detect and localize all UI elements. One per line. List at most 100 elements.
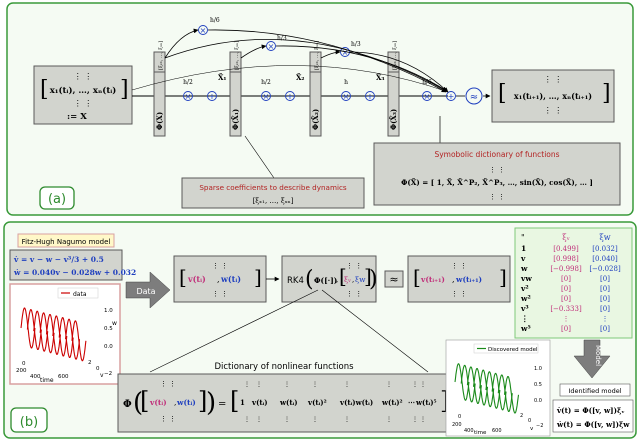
svg-text:]: ] — [440, 387, 449, 415]
dictionary-term-dots: ⋮ — [256, 381, 262, 388]
coef-row-w: [0] — [600, 285, 610, 293]
data-xlabel: time — [40, 377, 54, 384]
dictionary-term-dots: ⋮ — [284, 416, 290, 423]
dictionary-term-dots: ⋮ — [244, 416, 250, 423]
rk4-phi: Φ([·]) — [314, 276, 337, 285]
coef-row-w: ⋮ — [602, 315, 609, 323]
next-state-w: w(tᵢ₊₁) — [455, 275, 482, 284]
svg-text:]: ] — [364, 264, 372, 288]
disc-x-tick-2: 400 — [464, 428, 474, 434]
svg-text:[: [ — [339, 264, 347, 288]
coef-row-label: ⋮ — [521, 314, 529, 323]
coefficient-table: " ξᵥ ξw 1[0.499][0.032]v[0.998][0.040]w[… — [514, 227, 633, 339]
equation-w: ẇ = 0.040v − 0.028w + 0.032 — [13, 268, 136, 277]
data-legend: data — [73, 291, 87, 298]
state-w: w(tᵢ) — [220, 274, 241, 284]
panel-a-tag: (a) — [48, 192, 66, 207]
equation-v: v̇ = v − w − v³/3 + 0.5 — [13, 255, 104, 264]
data-trajectory — [20, 307, 87, 362]
data-x-tick-3: 600 — [58, 374, 69, 380]
output-matrix-row: x₁(tᵢ₊₁), …, xₙ(tᵢ₊₁) — [514, 91, 592, 101]
dict-state-w: w(tᵢ) — [176, 398, 196, 407]
data-arrow: Data — [125, 271, 171, 309]
svg-text:×: × — [343, 92, 350, 101]
disc-ylabel: v — [530, 426, 534, 432]
dictionary-title: Symobolic dictionary of functions — [434, 150, 559, 159]
svg-text:[: [ — [140, 387, 149, 415]
svg-text:(: ( — [305, 267, 314, 292]
svg-text:=: = — [218, 399, 226, 410]
svg-text:⋮ ⋮: ⋮ ⋮ — [544, 106, 563, 115]
operator-glyphs: ×+ ×+ ×+ ×+ ×× × — [185, 26, 455, 101]
discovered-plot: Discovered model time v 0 200 400 600 2 … — [445, 339, 551, 437]
discovered-trajectory — [454, 363, 520, 414]
coef-head-w: ξw — [599, 233, 610, 242]
coef-row-label: w² — [520, 294, 531, 303]
coef-row-v: [0.499] — [553, 245, 579, 253]
xi-label-2: [ξₓ₁, …, ξₓₙ] — [314, 41, 320, 70]
trajectory-loop — [497, 374, 513, 412]
trajectory-loop — [460, 364, 476, 403]
coef-row-w: [0] — [600, 325, 610, 333]
svg-text:]: ] — [254, 265, 262, 289]
model-arrow-label: Model — [594, 345, 602, 366]
svg-text:⋮ ⋮: ⋮ ⋮ — [544, 75, 563, 84]
dictionary-term-dots: ⋮ — [412, 381, 418, 388]
data-x-tick-2: 400 — [30, 374, 41, 380]
identified-w: ẇ(t) = Φ([v, w])ξw — [556, 420, 630, 429]
svg-text:⋮ ⋮: ⋮ ⋮ — [346, 290, 362, 298]
svg-text:[: [ — [40, 77, 49, 102]
rk4-coef-w: ξw — [355, 275, 366, 284]
panel-b-tag: (b) — [20, 415, 38, 430]
dictionary-term: v(tᵢ) — [251, 398, 268, 407]
svg-text:⋮ ⋮: ⋮ ⋮ — [212, 262, 228, 270]
coef-row-v: [0] — [561, 285, 571, 293]
next-state-matrix: [ ] ⋮ ⋮ v(tᵢ₊₁) , w(tᵢ₊₁) ⋮ ⋮ — [407, 255, 511, 303]
svg-text:×: × — [263, 92, 270, 101]
stage-label-0: X̃₁ — [218, 73, 227, 82]
top-fraction-1: h/3 — [277, 35, 287, 42]
dictionary-term: 1 — [240, 398, 245, 407]
stage-label-2: X̃₃ — [376, 73, 385, 82]
svg-text:]: ] — [602, 81, 611, 106]
dict-phi: Φ — [123, 399, 132, 410]
stage-label-1: X̃₂ — [296, 73, 305, 82]
disc-z-tick-1: 0.5 — [534, 382, 542, 388]
phi-stage-2: Φ(X̃₂) — [309, 51, 322, 137]
step-fraction-2: h — [344, 79, 348, 86]
dictionary-term-dots: ⋮ — [344, 416, 350, 423]
svg-text:+: + — [367, 92, 374, 101]
top-fraction-0: h/6 — [210, 17, 220, 24]
xi-label-0: [ξₓ₁, …, ξₓₙ] — [158, 41, 164, 70]
coef-row-w: [0] — [600, 275, 610, 283]
last-fraction: h/6 — [422, 79, 432, 86]
coef-row-v: ⋮ — [563, 315, 570, 323]
svg-text:]: ] — [120, 77, 129, 102]
symbolic-dictionary: Symobolic dictionary of functions ⋮ ⋮ Φ(… — [373, 116, 621, 206]
svg-text:): ) — [206, 388, 216, 418]
svg-text:,: , — [217, 275, 220, 284]
skip-connections — [131, 28, 449, 93]
dictionary-caption: Dictionary of nonlinear functions — [214, 362, 354, 372]
disc-x-tick-0: 0 — [458, 414, 461, 420]
dictionary-term-dots: ⋮ — [312, 416, 318, 423]
rk4-coef-v: ξᵥ — [344, 275, 351, 284]
dictionary-term-dots: ⋮ — [386, 416, 392, 423]
svg-text:(: ( — [133, 388, 143, 418]
coef-row-v: [0.998] — [553, 255, 579, 263]
coef-row-v: [−0.333] — [550, 305, 582, 313]
coefficient-rows: 1[0.499][0.032]v[0.998][0.040]w[−0.998][… — [520, 244, 621, 333]
data-x-tick-1: 200 — [16, 368, 27, 374]
identified-title: Identified model — [568, 387, 621, 395]
dictionary-term: v(tᵢ)w(tᵢ) — [339, 398, 373, 407]
phi-stage-0-label: Φ(X) — [155, 112, 164, 130]
dictionary-term: w(tᵢ) — [279, 398, 298, 407]
disc-x-tick-3: 600 — [492, 428, 502, 434]
trajectory-loop — [479, 369, 495, 408]
svg-text:,: , — [352, 276, 354, 284]
panel-b: Fitz-Hugh Nagumo model v̇ = v − w − v³/3… — [3, 221, 637, 439]
disc-z-tick-2: 0.0 — [534, 398, 542, 404]
coef-row-w: [0] — [600, 305, 610, 313]
coef-row-w: [0] — [600, 295, 610, 303]
svg-text:×: × — [342, 48, 349, 57]
